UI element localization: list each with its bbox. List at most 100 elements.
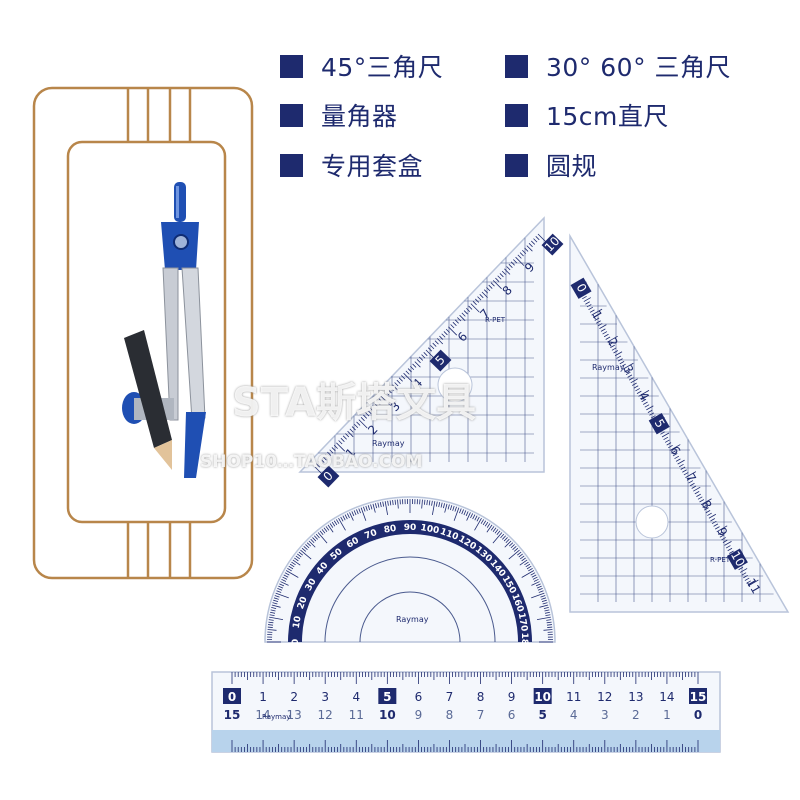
triangle-30-60-tick bbox=[639, 396, 645, 400]
triangle-30-60-tick bbox=[603, 333, 609, 338]
protractor-tick bbox=[274, 595, 280, 598]
triangle-30-60-tick bbox=[700, 498, 712, 506]
triangle-30-60-tick bbox=[704, 507, 709, 511]
triangle-45-tick bbox=[490, 282, 495, 287]
protractor-tick bbox=[270, 609, 276, 612]
triangle-30-60-tick bbox=[694, 491, 700, 495]
ruler-number: 11 bbox=[349, 708, 364, 722]
triangle-30-60-tick bbox=[624, 369, 630, 373]
protractor-tick bbox=[449, 505, 453, 511]
protractor-tick bbox=[540, 595, 546, 598]
protractor-tick bbox=[521, 570, 535, 578]
protractor-tick bbox=[275, 592, 289, 599]
protractor-number: 0 bbox=[291, 639, 301, 645]
protractor-tick bbox=[476, 516, 480, 522]
triangle-45-tick bbox=[517, 254, 522, 259]
triangle-45-tick bbox=[537, 233, 547, 243]
triangle-30-60-tick bbox=[643, 401, 648, 405]
protractor-tick bbox=[535, 583, 541, 587]
ruler-number: 3 bbox=[321, 690, 329, 704]
protractor-tick bbox=[283, 574, 289, 578]
ruler-highlight bbox=[223, 688, 241, 704]
triangle-45-tick bbox=[329, 449, 334, 454]
protractor-tick bbox=[474, 515, 478, 521]
triangle-45-tick bbox=[318, 461, 323, 466]
protractor-number: 70 bbox=[363, 528, 378, 542]
triangle-30-60-number: 11 bbox=[744, 576, 764, 596]
protractor-tick bbox=[331, 521, 336, 527]
protractor-tick bbox=[533, 578, 539, 582]
protractor-tick bbox=[545, 614, 551, 617]
triangle-30-60-tick bbox=[685, 471, 697, 478]
triangle-30-60-tick bbox=[725, 545, 731, 549]
protractor-tick bbox=[269, 616, 284, 620]
triangle-45-tick bbox=[320, 458, 325, 463]
triangle-30-60-tick bbox=[589, 309, 595, 313]
protractor-tick bbox=[270, 611, 276, 614]
triangle-45-tick bbox=[499, 273, 504, 278]
protractor-tick bbox=[484, 521, 489, 527]
ruler-number: 6 bbox=[415, 690, 423, 704]
protractor-tick bbox=[459, 508, 462, 514]
triangle-45-tick bbox=[423, 352, 428, 357]
ruler-number: 3 bbox=[601, 708, 609, 722]
protractor-tick bbox=[452, 505, 455, 511]
protractor-tick bbox=[356, 509, 359, 515]
triangle-45-tick bbox=[347, 430, 354, 438]
triangle-30-60-tick bbox=[641, 398, 647, 403]
triangle-30-60-tick bbox=[660, 431, 665, 435]
legend-square-icon bbox=[505, 103, 528, 127]
triangle-45-tick bbox=[340, 437, 345, 442]
triangle-30-60-tick bbox=[625, 371, 631, 376]
triangle-45-tick bbox=[486, 287, 491, 292]
protractor-tick bbox=[323, 527, 328, 533]
triangle-45-tick bbox=[463, 310, 468, 315]
ruler-number: 4 bbox=[570, 708, 578, 722]
protractor-tick bbox=[284, 572, 290, 576]
triangle-45-tick bbox=[443, 331, 448, 336]
legend-label: 圆规 bbox=[546, 152, 598, 181]
protractor-tick bbox=[360, 507, 367, 521]
protractor-tick bbox=[542, 602, 548, 605]
ruler-brand: Raymay bbox=[262, 713, 290, 721]
triangle-30-60-tick bbox=[669, 444, 681, 451]
protractor-tick bbox=[461, 509, 464, 515]
triangle-30-60-tick bbox=[613, 350, 619, 354]
triangle-45-tick bbox=[414, 361, 421, 368]
triangle-30-60-tick bbox=[583, 297, 591, 302]
protractor-tick bbox=[297, 553, 302, 558]
triangle-45-tick bbox=[389, 386, 394, 391]
protractor-tick bbox=[543, 629, 553, 631]
triangle-30-60-tick bbox=[588, 306, 594, 311]
ruler-number: 10 bbox=[534, 690, 551, 704]
protractor-tick bbox=[536, 616, 551, 620]
case-frame bbox=[32, 86, 254, 580]
triangle-45-tick bbox=[362, 414, 368, 419]
triangle-30-60-highlight bbox=[648, 413, 670, 435]
triangle-30-60-tick bbox=[727, 547, 733, 552]
triangle-30-60-tick bbox=[616, 355, 622, 359]
triangle-30-60-tick bbox=[672, 453, 678, 457]
protractor-tick bbox=[305, 544, 310, 549]
protractor-tick bbox=[428, 500, 431, 506]
protractor-tick bbox=[508, 542, 514, 547]
triangle-45-tick bbox=[448, 326, 458, 336]
triangle-45-tick bbox=[315, 463, 321, 468]
triangle-30-60-tick bbox=[747, 579, 759, 587]
triangle-45-tick bbox=[398, 377, 403, 382]
triangle-45-tick bbox=[468, 305, 473, 310]
protractor-tick bbox=[524, 561, 529, 566]
triangle-45-tick bbox=[416, 358, 421, 364]
triangle-30-60-tick bbox=[666, 442, 672, 446]
protractor-number: 100 bbox=[420, 523, 440, 536]
ruler-number: 0 bbox=[694, 708, 702, 722]
triangle-30-60-tick bbox=[689, 482, 695, 487]
triangle-30-60-highlight bbox=[570, 277, 592, 299]
triangle-45-tick bbox=[313, 465, 323, 475]
ruler-number: 6 bbox=[508, 708, 516, 722]
protractor-tick bbox=[539, 604, 549, 608]
triangle-30-60-tick bbox=[647, 409, 653, 413]
